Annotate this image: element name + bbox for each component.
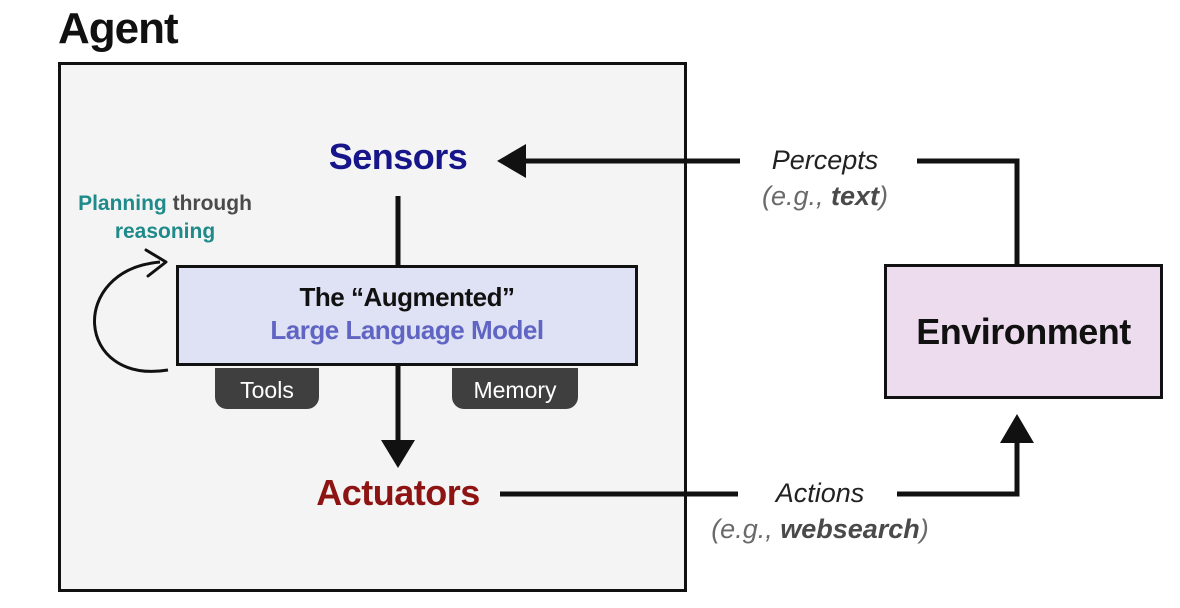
through-word: through (172, 192, 252, 215)
actions-example-prefix: (e.g., (711, 514, 781, 544)
sensors-label: Sensors (328, 136, 468, 177)
percepts-example-value: text (831, 181, 880, 211)
percepts-connector (917, 158, 1020, 264)
memory-tab: Memory (452, 368, 578, 409)
actions-example-suffix: ) (919, 514, 929, 544)
planning-word: Planning (78, 192, 167, 215)
percepts-label: Percepts (e.g., text) (730, 142, 920, 214)
sensors-arrowhead (497, 144, 526, 178)
percepts-example-suffix: ) (879, 181, 889, 211)
actuators-label: Actuators (316, 472, 480, 513)
percepts-example: (e.g., text) (730, 178, 920, 214)
actions-label: Actions (e.g., websearch) (680, 475, 960, 547)
llm-title-line1: The “Augmented” (299, 282, 515, 312)
environment-arrowhead (1000, 414, 1034, 443)
llm-title-line2: Large Language Model (270, 315, 544, 345)
agent-title: Agent (58, 4, 179, 53)
actions-example: (e.g., websearch) (680, 511, 960, 547)
environment-box: Environment (884, 264, 1163, 399)
percepts-title: Percepts (771, 145, 879, 175)
actions-title: Actions (775, 478, 865, 508)
reasoning-word: reasoning (114, 220, 216, 243)
tools-tab: Tools (215, 368, 319, 409)
llm-box: The “Augmented” Large Language Model (176, 265, 638, 366)
planning-loop-arrow (93, 260, 169, 373)
percepts-example-prefix: (e.g., (761, 181, 831, 211)
actuators-arrowhead (381, 440, 415, 468)
planning-loop-arrowhead (144, 248, 168, 278)
planning-label: Planning through reasoning (60, 190, 270, 246)
actions-example-value: websearch (780, 514, 920, 544)
environment-label: Environment (916, 310, 1131, 352)
actions-connector (897, 440, 1020, 497)
